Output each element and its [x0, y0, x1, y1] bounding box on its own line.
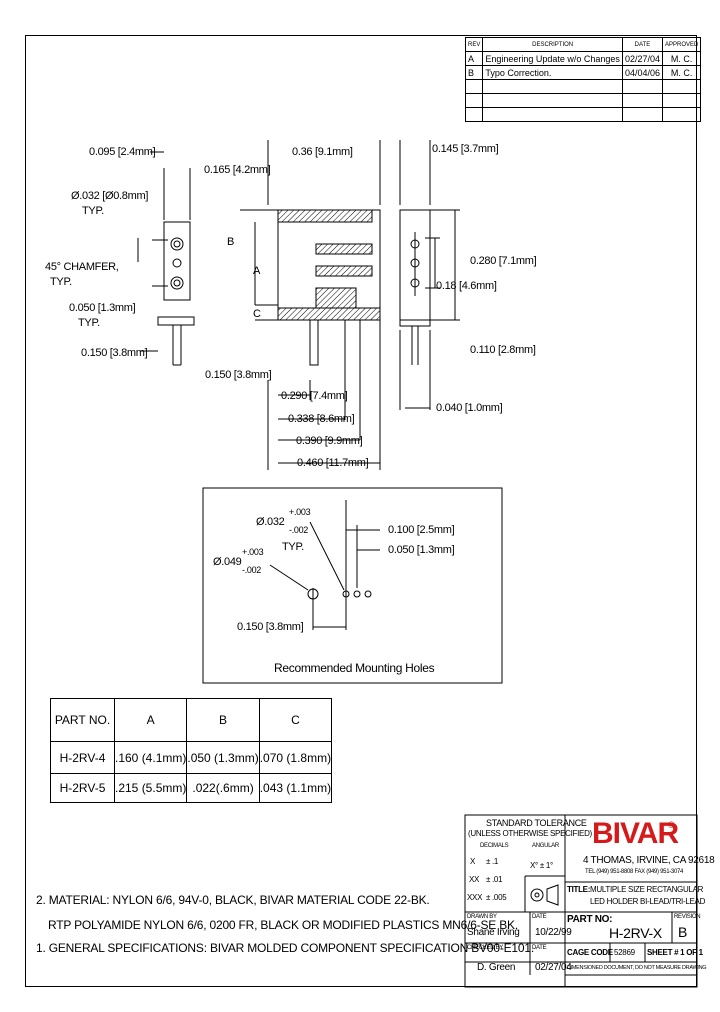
note-2b: RTP POLYAMIDE NYLON 6/6, 0200 FR, BLACK …: [48, 918, 518, 932]
mount-tol-032-minus: -.002: [289, 525, 309, 535]
parts-row: H-2RV-5 .215 (5.5mm) .022(.6mm) .043 (1.…: [50, 773, 333, 803]
drawn-by-label: DRAWN BY: [467, 914, 497, 920]
label-b: B: [227, 236, 235, 248]
dim-460: 0.460 [11.7mm]: [297, 457, 369, 469]
parts-cell: .215 (5.5mm): [113, 773, 188, 803]
parts-row: H-2RV-4 .160 (4.1mm) .050 (1.3mm) .070 (…: [50, 741, 333, 774]
parts-header-a: A: [113, 698, 188, 742]
bivar-logo: BIVAR: [592, 817, 679, 850]
dim-36: 0.36 [9.1mm]: [292, 146, 353, 158]
registered-mark: ®: [668, 820, 675, 830]
dim-150-side: 0.150 [3.8mm]: [205, 369, 272, 381]
mount-tol-032-plus: +.003: [289, 507, 311, 517]
dim-chamfer: 45° CHAMFER,: [45, 261, 119, 273]
mount-caption: Recommended Mounting Holes: [274, 661, 435, 675]
parts-cell: .043 (1.1mm): [258, 773, 333, 803]
parts-table: PART NO. A B C H-2RV-4 .160 (4.1mm) .050…: [50, 698, 333, 803]
dim-040: 0.040 [1.0mm]: [436, 402, 503, 414]
company-address: 4 THOMAS, IRVINE, CA 92618: [583, 855, 715, 866]
dim-18: 0.18 [4.6mm]: [436, 280, 497, 292]
mount-dim-100: 0.100 [2.5mm]: [388, 524, 455, 536]
mount-typ: TYP.: [282, 541, 304, 553]
parts-cell: .022(.6mm): [186, 773, 260, 803]
cage-code: 52869: [614, 948, 635, 957]
dim-280: 0.280 [7.1mm]: [470, 255, 537, 267]
mount-dim-150: 0.150 [3.8mm]: [237, 621, 304, 633]
sheet-number: SHEET # 1 OF 1: [647, 948, 703, 957]
checked-by-label: CHECKED BY: [467, 945, 504, 951]
parts-cell: H-2RV-4: [50, 741, 115, 774]
dim-typ: TYP.: [82, 205, 104, 217]
parts-cell: H-2RV-5: [50, 773, 115, 803]
label-c: C: [253, 308, 261, 320]
dim-032-dia: Ø.032 [Ø0.8mm]: [71, 190, 149, 202]
mount-hole-032: Ø.032: [256, 516, 285, 528]
revision-table: REV DESCRIPTION DATE APPROVED A Engineer…: [464, 37, 702, 122]
parts-header-b: B: [186, 698, 260, 742]
revision-row-empty: [464, 107, 702, 122]
part-no-label: PART NO:: [567, 914, 613, 925]
checked-date: 02/27/04: [535, 962, 572, 973]
decimals-label: DECIMALS: [480, 843, 509, 849]
dim-110: 0.110 [2.8mm]: [470, 344, 536, 356]
drawn-date: 10/22/99: [535, 927, 572, 938]
note-1: 1. GENERAL SPECIFICATIONS: BIVAR MOLDED …: [36, 941, 534, 955]
company-phone: TEL (949) 951-8808 FAX (949) 951-3074: [585, 869, 684, 875]
dim-095: 0.095 [2.4mm]: [89, 146, 156, 158]
dim-050: 0.050 [1.3mm]: [69, 302, 136, 314]
part-no: H-2RV-X: [609, 925, 662, 941]
dim-150-pin: 0.150 [3.8mm]: [81, 347, 148, 359]
std-tolerance-sub: (UNLESS OTHERWISE SPECIFIED): [468, 829, 592, 838]
dim-165: 0.165 [4.2mm]: [204, 164, 271, 176]
note-2a: 2. MATERIAL: NYLON 6/6, 94V-0, BLACK, BI…: [36, 893, 430, 907]
parts-cell: .070 (1.8mm): [258, 741, 333, 774]
checked-by: D. Green: [477, 962, 516, 973]
title-block: [464, 814, 698, 988]
tol-angular-value: X° ± 1°: [530, 861, 553, 870]
dim-390: 0.390 [9.9mm]: [296, 435, 363, 447]
dim-145: 0.145 [3.7mm]: [432, 143, 499, 155]
drawing-frame: [25, 35, 697, 987]
front-view-body: [163, 221, 191, 301]
revision-label: REVISION: [674, 914, 701, 920]
dim-typ: TYP.: [50, 276, 72, 288]
parts-header-row: PART NO. A B C: [50, 698, 333, 742]
revision-row: A Engineering Update w/o Changes 02/27/0…: [464, 51, 702, 66]
mount-tol-049-plus: +.003: [242, 547, 264, 557]
title-line-2: LED HOLDER BI-LEAD/TRI-LEAD: [590, 897, 706, 906]
angular-label: ANGULAR: [532, 843, 559, 849]
mount-dim-050: 0.050 [1.3mm]: [388, 544, 455, 556]
mount-hole-049: Ø.049: [213, 556, 242, 568]
dim-typ: TYP.: [78, 317, 100, 329]
tol-xx-value: ± .01: [486, 875, 503, 884]
title-line-1: MULTIPLE SIZE RECTANGULAR: [590, 885, 704, 894]
dimension-note: DIMENSIONED DOCUMENT, DO NOT MEASURE DRA…: [567, 965, 707, 971]
drawn-date-label: DATE: [532, 914, 547, 920]
drawn-by: Shane Irving: [467, 927, 520, 938]
revision-letter: B: [678, 924, 688, 940]
tol-xxx: XXX: [467, 893, 483, 902]
tol-x: X: [470, 857, 476, 866]
parts-cell: .050 (1.3mm): [186, 741, 260, 774]
parts-header-partno: PART NO.: [50, 698, 115, 742]
dim-290: 0.290 [7.4mm]: [281, 390, 348, 402]
dim-338: 0.338 [8.6mm]: [288, 413, 355, 425]
mount-tol-049-minus: -.002: [242, 565, 262, 575]
tol-xxx-value: ± .005: [486, 893, 507, 902]
tol-x-value: ± .1: [486, 857, 499, 866]
parts-cell: .160 (4.1mm): [113, 741, 188, 774]
checked-date-label: DATE: [532, 945, 547, 951]
cage-code-label: CAGE CODE: [567, 948, 613, 957]
label-a: A: [253, 265, 261, 277]
title-label: TITLE:: [567, 885, 591, 894]
tol-xx: XX: [469, 875, 480, 884]
mounting-holes-box: [202, 487, 503, 684]
parts-header-c: C: [258, 698, 333, 742]
std-tolerance-title: STANDARD TOLERANCE: [486, 818, 587, 828]
